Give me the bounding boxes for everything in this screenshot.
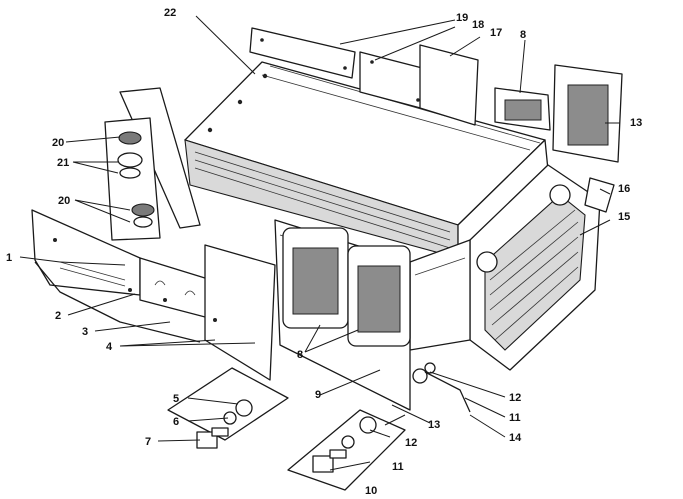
- grille-assembly: [409, 164, 601, 371]
- callout-13-bottom: 13: [428, 419, 440, 431]
- callout-3: 3: [82, 326, 88, 338]
- callout-2: 2: [55, 310, 61, 322]
- callout-21: 21: [57, 157, 69, 169]
- bolt-set-right: [287, 409, 406, 491]
- side-panel: [274, 219, 411, 411]
- callout-6: 6: [173, 416, 179, 428]
- hinge-pin: [412, 362, 471, 413]
- callout-17: 17: [490, 27, 502, 39]
- callout-13-top: 13: [630, 117, 642, 129]
- left-door-panels: [31, 209, 276, 381]
- callout-8-top: 8: [520, 29, 526, 41]
- callout-12-right: 12: [509, 392, 521, 404]
- callout-7: 7: [145, 436, 151, 448]
- callout-14: 14: [509, 432, 522, 444]
- callout-20-top: 20: [52, 137, 64, 149]
- callout-8-bottom: 8: [297, 349, 303, 361]
- bolt-set-left: [167, 367, 289, 449]
- callouts: 22 19 18 17 8 13 16 15 20 21 20 1 2 3 4 …: [6, 7, 642, 497]
- callout-16: 16: [618, 183, 630, 195]
- callout-15: 15: [618, 211, 630, 223]
- bracket-hardware: [104, 87, 201, 241]
- callout-20-bottom: 20: [58, 195, 70, 207]
- callout-11-right: 11: [509, 412, 521, 424]
- leader-lines: [19, 15, 620, 471]
- hood-body: [184, 61, 549, 259]
- callout-5: 5: [173, 393, 179, 405]
- callout-1: 1: [6, 252, 12, 264]
- callout-12-bottom: 12: [405, 437, 417, 449]
- callout-4: 4: [106, 341, 113, 353]
- callout-11-bottom: 11: [392, 461, 404, 473]
- callout-10: 10: [365, 485, 377, 497]
- upper-windows: [494, 64, 623, 213]
- callout-22: 22: [164, 7, 176, 19]
- top-cover-plates: [249, 27, 479, 126]
- callout-19: 19: [456, 12, 468, 24]
- callout-9: 9: [315, 389, 321, 401]
- callout-18: 18: [472, 19, 484, 31]
